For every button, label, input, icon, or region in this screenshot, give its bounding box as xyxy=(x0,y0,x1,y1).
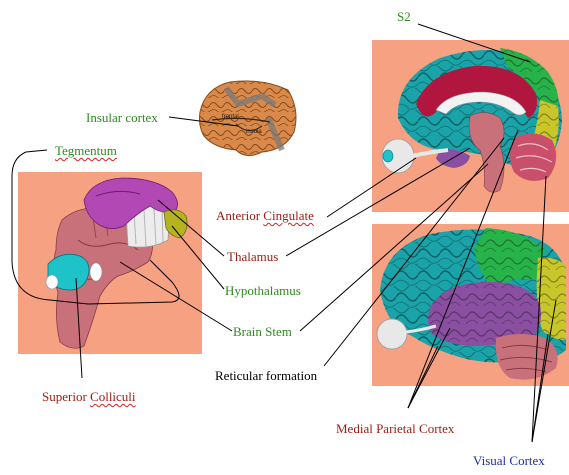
label-anterior-cingulate: Anterior Cingulate xyxy=(216,208,314,223)
label-reticular-formation: Reticular formation xyxy=(215,368,317,383)
label-insular-cortex: Insular cortex xyxy=(86,110,158,125)
label-thalamus: Thalamus xyxy=(227,249,278,264)
insula-inset: frontal insula xyxy=(200,81,297,156)
label-cingulate-word: Cingulate xyxy=(263,208,314,223)
label-visual-cortex: Visual Cortex xyxy=(473,453,545,468)
label-superior-colliculi: Superior Colliculi xyxy=(42,389,136,404)
label-medial-parietal-cortex: Medial Parietal Cortex xyxy=(336,421,454,436)
label-s2: S2 xyxy=(397,9,411,24)
medial-brain-panel xyxy=(372,40,569,212)
label-brain-stem: Brain Stem xyxy=(233,324,292,339)
label-colliculi-word: Colliculi xyxy=(90,389,136,404)
label-tegmentum: Tegmentum xyxy=(55,143,117,158)
label-superior-prefix: Superior xyxy=(42,389,90,404)
brainstem-panel xyxy=(18,172,202,354)
inset-label-frontal: frontal xyxy=(222,114,239,120)
label-anterior-prefix: Anterior xyxy=(216,208,263,223)
label-hypothalamus: Hypothalamus xyxy=(225,283,301,298)
inset-label-insula: insula xyxy=(246,129,262,135)
